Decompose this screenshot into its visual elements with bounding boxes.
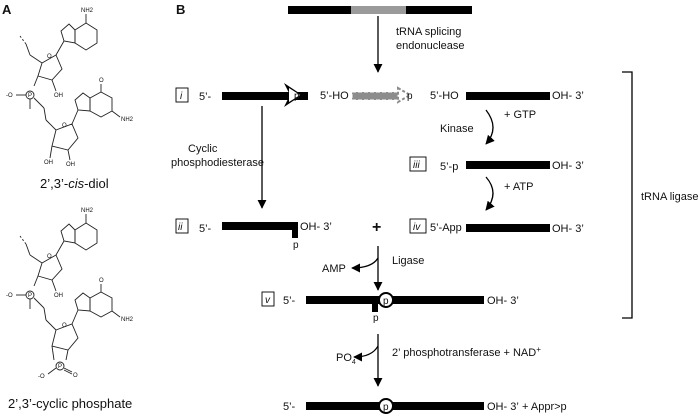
svg-text:OH- 3’: OH- 3’ xyxy=(300,221,332,233)
mature-trna xyxy=(306,402,484,410)
svg-text:OH- 3’: OH- 3’ xyxy=(552,223,584,235)
svg-text:OH- 3’: OH- 3’ xyxy=(487,295,519,307)
svg-text:5’-: 5’- xyxy=(199,223,212,235)
intron-cyclic-end: p xyxy=(397,86,413,104)
svg-text:OH: OH xyxy=(44,160,53,166)
appr-p-label: + Appr>p xyxy=(522,401,567,413)
junction-phosphate-v xyxy=(378,292,394,308)
adenylation-arrow xyxy=(485,176,495,211)
amp-release-arrow xyxy=(351,257,379,273)
intron-segment xyxy=(351,6,406,14)
svg-text:P: P xyxy=(28,293,32,299)
svg-text:iv: iv xyxy=(413,222,421,233)
svg-text:iii: iii xyxy=(413,160,420,171)
panel-b-label: B xyxy=(176,2,185,17)
cyclic-phosphate-structure: NH2 O OH P -O O NH2 O P -O O xyxy=(6,208,134,380)
svg-text:P: P xyxy=(28,93,32,99)
pi-release-arrow xyxy=(353,345,379,362)
trna-ligase-label: tRNA ligase xyxy=(641,191,698,203)
svg-text:5’-: 5’- xyxy=(283,295,296,307)
three-prime-oh-i: OH- 3’ xyxy=(552,90,584,102)
svg-text:p: p xyxy=(383,296,389,307)
svg-text:-O: -O xyxy=(38,374,45,380)
released-intron xyxy=(351,91,399,101)
svg-text:Ligase: Ligase xyxy=(392,255,424,267)
five-ho-3-half: 5’-HO xyxy=(430,90,459,102)
exon-5-half xyxy=(222,92,308,100)
svg-text:p: p xyxy=(373,313,379,324)
svg-text:+ ATP: + ATP xyxy=(504,181,533,193)
svg-text:p: p xyxy=(294,91,300,102)
intermediate-iii-box xyxy=(409,156,427,172)
svg-text:+ GTP: + GTP xyxy=(504,109,536,121)
svg-text:p: p xyxy=(407,91,413,102)
cis-diol-structure: NH2 O OH P -O O NH2 O OH OH xyxy=(6,8,134,168)
svg-text:NH2: NH2 xyxy=(81,208,94,214)
svg-text:OH: OH xyxy=(54,293,63,299)
svg-text:O: O xyxy=(62,323,67,329)
svg-text:Kinase: Kinase xyxy=(440,123,474,135)
cis-diol-caption: 2’,3’-cis-diol xyxy=(40,176,109,191)
svg-text:Cyclic: Cyclic xyxy=(188,143,218,155)
svg-text:NH2: NH2 xyxy=(121,117,134,123)
svg-text:P: P xyxy=(58,364,62,370)
svg-text:p: p xyxy=(293,240,299,251)
svg-text:5’-App: 5’-App xyxy=(430,222,462,234)
svg-text:OH: OH xyxy=(54,93,63,99)
trna-ligase-bracket xyxy=(622,71,633,319)
svg-text:phosphodiesterase: phosphodiesterase xyxy=(171,157,264,169)
ligated-trna-v xyxy=(306,296,484,304)
svg-text:ii: ii xyxy=(178,222,183,233)
svg-text:O: O xyxy=(62,123,67,129)
junction-phosphate-final xyxy=(378,398,394,414)
svg-text:-O: -O xyxy=(6,293,13,299)
svg-text:O: O xyxy=(99,78,104,84)
intermediate-v-box xyxy=(261,291,275,307)
svg-text:5’-p: 5’-p xyxy=(440,161,458,173)
svg-text:NH2: NH2 xyxy=(121,317,134,323)
svg-text:O: O xyxy=(47,254,52,260)
nh2-label: NH2 xyxy=(81,8,94,14)
svg-text:O: O xyxy=(73,373,78,379)
svg-text:OH- 3’: OH- 3’ xyxy=(487,401,519,413)
intermediate-iv-box xyxy=(409,218,427,234)
svg-text:AMP: AMP xyxy=(322,263,346,275)
phosphotransferase-label: 2’ phosphotransferase + NAD+ xyxy=(392,345,541,359)
splicing-label-2: endonuclease xyxy=(396,40,465,52)
plus-sign: + xyxy=(372,219,381,236)
svg-text:O: O xyxy=(47,54,52,60)
exon-3-half xyxy=(466,92,550,100)
cyclic-phosphate-caption: 2’,3’-cyclic phosphate xyxy=(8,396,132,411)
panel-a-label: A xyxy=(2,2,12,17)
five-ho-intron: 5’-HO xyxy=(320,90,349,102)
kinase-arrow xyxy=(485,109,495,145)
svg-text:v: v xyxy=(265,295,271,306)
pre-trna xyxy=(288,6,472,14)
intermediate-i-box xyxy=(175,87,189,103)
svg-text:-O: -O xyxy=(6,93,13,99)
svg-text:p: p xyxy=(383,402,389,413)
svg-text:OH- 3’: OH- 3’ xyxy=(552,160,584,172)
svg-text:PO4: PO4 xyxy=(336,352,356,366)
svg-text:OH: OH xyxy=(66,162,75,168)
splicing-label-1: tRNA splicing xyxy=(396,26,461,38)
svg-text:i: i xyxy=(180,91,183,102)
intermediate-ii-box xyxy=(175,218,189,234)
svg-text:O: O xyxy=(99,278,104,284)
five-prime-i: 5’- xyxy=(199,91,212,103)
svg-text:5’-: 5’- xyxy=(283,401,296,413)
